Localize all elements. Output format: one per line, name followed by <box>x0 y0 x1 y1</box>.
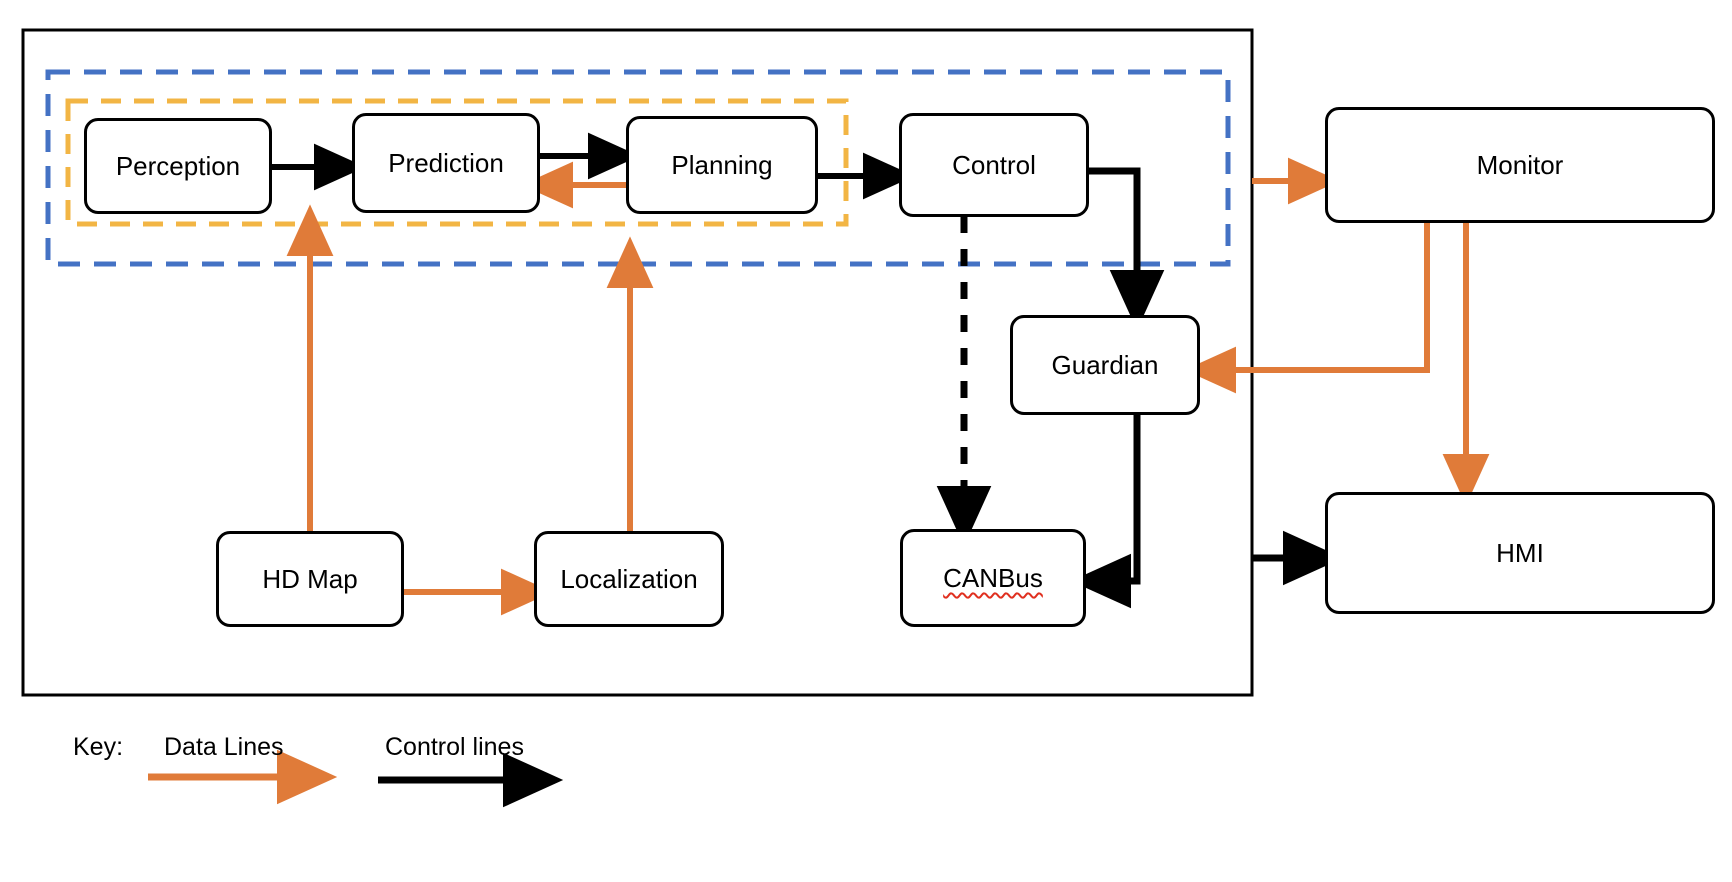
node-canbus[interactable]: CANBus <box>900 529 1086 627</box>
node-prediction-label: Prediction <box>388 148 504 178</box>
edge-monitor-guardian <box>1184 223 1430 394</box>
node-localization-label: Localization <box>560 564 698 594</box>
node-monitor[interactable]: Monitor <box>1325 107 1715 223</box>
node-control[interactable]: Control <box>899 113 1089 217</box>
node-planning[interactable]: Planning <box>626 116 818 214</box>
node-canbus-label: CANBus <box>943 563 1043 593</box>
vehicle-boundary <box>21 28 1254 697</box>
node-guardian-label: Guardian <box>1051 350 1159 380</box>
node-localization[interactable]: Localization <box>534 531 724 627</box>
node-perception[interactable]: Perception <box>84 118 272 214</box>
node-hd-map[interactable]: HD Map <box>216 531 404 627</box>
node-hmi-label: HMI <box>1496 538 1544 568</box>
key-control-lines-label: Control lines <box>385 733 524 761</box>
node-planning-label: Planning <box>671 150 773 180</box>
edge-guardian-canbus <box>1070 414 1141 609</box>
node-monitor-label: Monitor <box>1476 150 1564 180</box>
node-guardian[interactable]: Guardian <box>1010 315 1200 415</box>
group-inner-dashed <box>65 98 849 227</box>
node-perception-label: Perception <box>115 151 241 181</box>
node-hd-map-label: HD Map <box>262 564 358 594</box>
key-data-lines-label: Data Lines <box>164 733 284 761</box>
node-control-label: Control <box>952 150 1036 180</box>
edge-control-guardian <box>1089 167 1165 331</box>
node-hmi[interactable]: HMI <box>1325 492 1715 614</box>
node-prediction[interactable]: Prediction <box>352 113 540 213</box>
key-label: Key: <box>73 733 124 761</box>
